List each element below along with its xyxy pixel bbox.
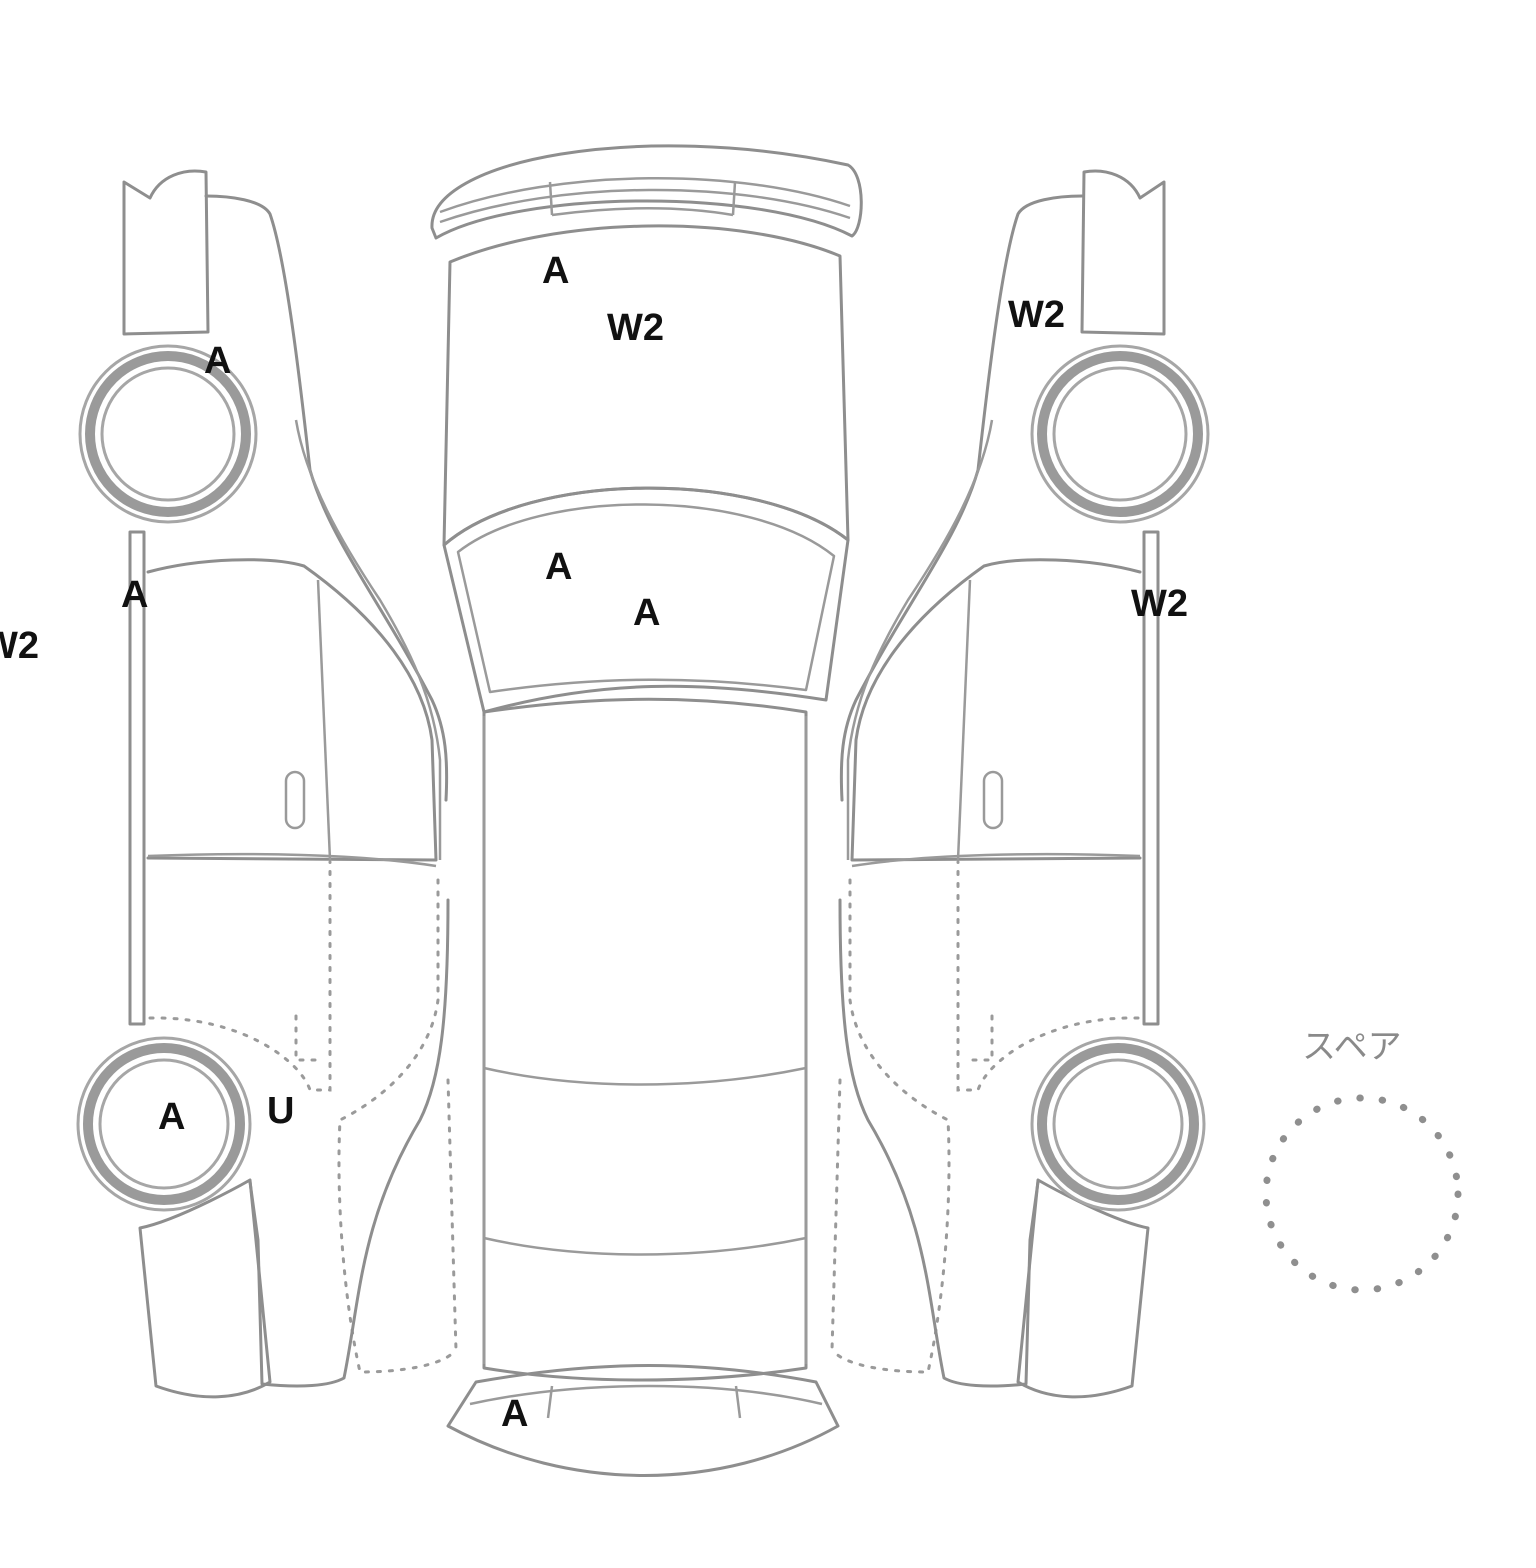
damage-mark-left-front-wheel-a: A <box>204 340 232 382</box>
damage-mark-roof-front-a: A <box>542 250 570 292</box>
right-front-tire <box>1037 351 1203 517</box>
car-left-side-view <box>76 169 458 1399</box>
roof <box>482 697 808 1382</box>
left-front-tire <box>85 351 251 517</box>
car-top-view <box>430 144 863 1477</box>
rear-bumper <box>446 1364 840 1477</box>
damage-mark-left-pillar-a: A <box>121 574 149 616</box>
car-right-side-view <box>830 169 1210 1399</box>
damage-mark-left-rear-u: U <box>267 1090 295 1132</box>
damage-mark-left-rear-wheel-a: A <box>158 1096 186 1138</box>
damage-mark-windshield-a-2: A <box>633 592 661 634</box>
windshield <box>442 486 850 714</box>
hood <box>442 224 850 547</box>
spare-tire-circle <box>1262 1094 1462 1294</box>
damage-mark-roof-front-w2: W2 <box>607 307 664 349</box>
damage-mark-windshield-a-1: A <box>545 546 573 588</box>
damage-mark-right-fender-w2: W2 <box>1008 294 1065 336</box>
right-rear-tire <box>1037 1043 1199 1205</box>
damage-mark-right-pillar-w2: W2 <box>1131 583 1188 625</box>
damage-mark-rear-bumper-a: A <box>501 1393 529 1435</box>
front-bumper <box>430 144 863 240</box>
left-rear-tire <box>83 1043 245 1205</box>
damage-mark-left-side-w2: W2 <box>0 625 39 667</box>
spare-label: スペア <box>1302 1027 1402 1067</box>
